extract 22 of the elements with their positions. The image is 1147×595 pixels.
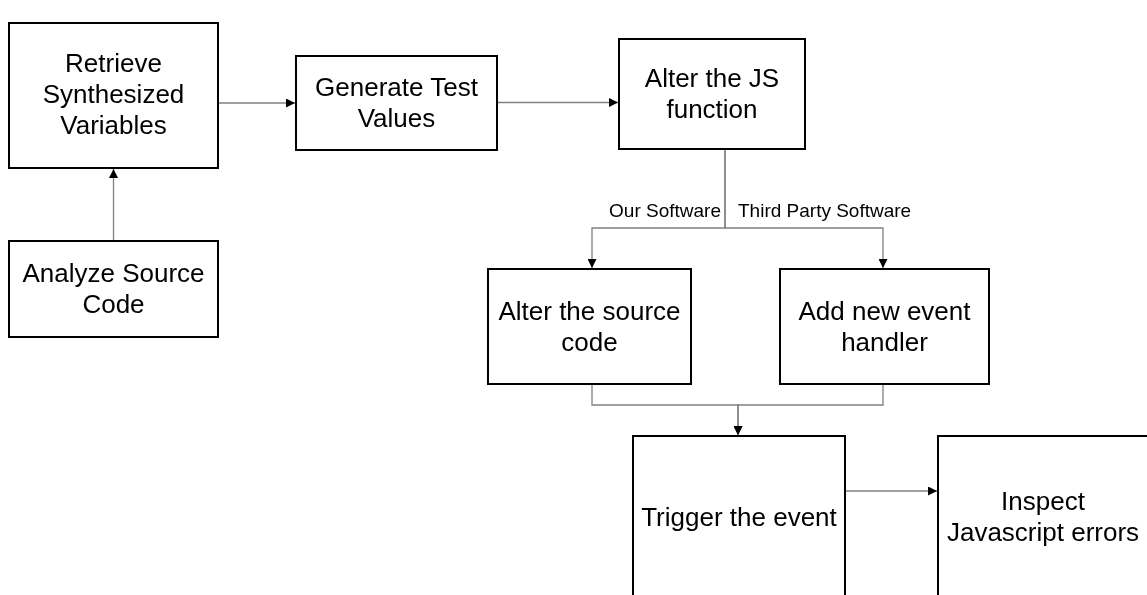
process-box <box>8 240 219 338</box>
process-box <box>632 435 846 595</box>
arrow <box>733 384 884 436</box>
process-box <box>779 268 990 385</box>
box-label: Alter the JS function <box>643 63 781 125</box>
process-box <box>618 38 806 150</box>
box-label: Analyze Source Code <box>21 258 206 320</box>
box-label: Alter the source code <box>497 295 682 358</box>
process-box <box>295 55 498 151</box>
arrow <box>724 149 888 269</box>
box-label: Generate Test Values <box>314 72 479 134</box>
process-box <box>8 22 219 169</box>
arrow <box>218 98 296 108</box>
arrow <box>497 98 619 107</box>
box-label: Inspect Javascript errors <box>945 486 1141 548</box>
process-box <box>937 435 1147 595</box>
box-label: Trigger the event <box>641 501 837 533</box>
arrow <box>845 486 938 496</box>
arrow <box>109 168 118 241</box>
box-label: Add new event handler <box>797 295 972 358</box>
box-label: Retrieve Synthesized Variables <box>41 48 186 141</box>
process-box <box>487 268 692 385</box>
